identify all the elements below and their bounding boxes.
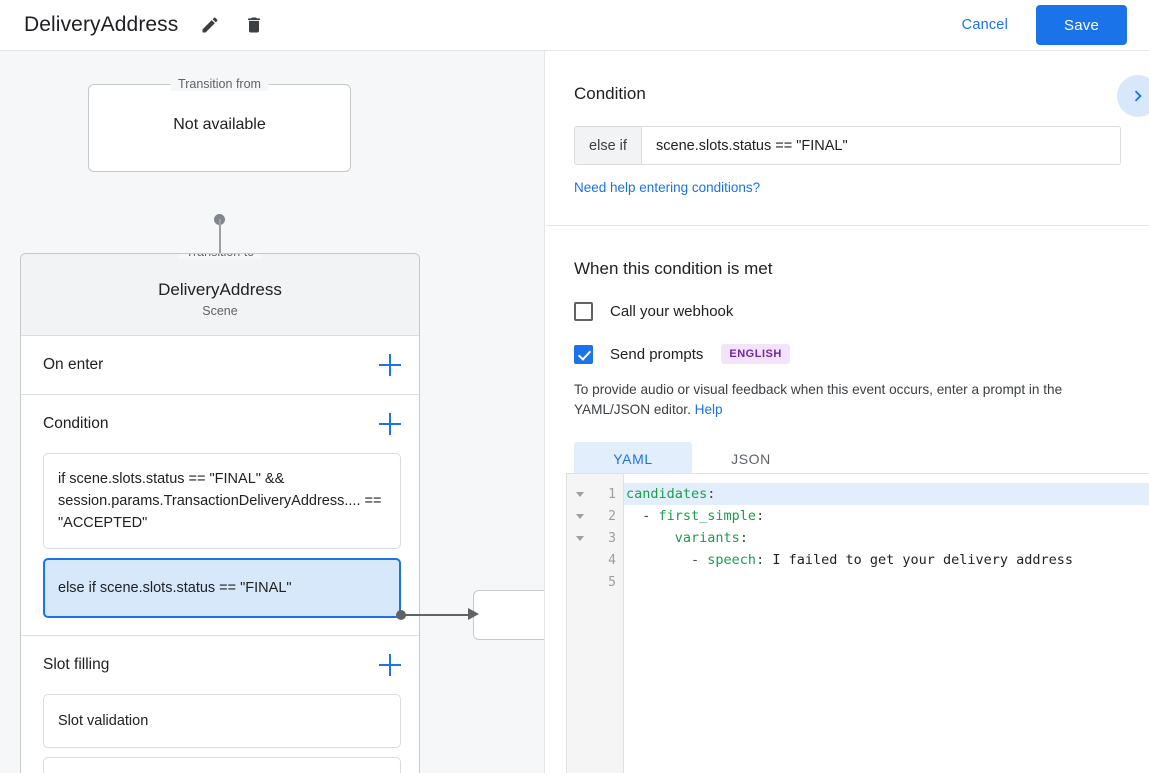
section-slot-filling: Slot filling Slot validation Transaction… [21,636,419,773]
transition-from-legend: Transition from [170,77,269,91]
section-header: Slot filling [21,636,419,694]
section-title-on-enter: On enter [43,356,104,373]
line-number: 1 [608,486,616,502]
transition-to-legend: Transition to [177,254,263,259]
connector-line [405,614,474,616]
section-title-slot-filling: Slot filling [43,656,110,673]
section-header: On enter [21,336,419,394]
gutter-row: 4 [567,549,623,571]
section-title-condition: Condition [43,415,109,432]
condition-item-selected[interactable]: else if scene.slots.status == "FINAL" [43,558,401,618]
line-number: 5 [608,574,616,590]
condition-item[interactable]: if scene.slots.status == "FINAL" && sess… [43,453,401,549]
call-webhook-checkbox[interactable] [574,302,593,321]
transition-from-value: Not available [173,116,266,133]
call-webhook-label: Call your webhook [610,303,734,320]
editor-gutter: 1 2 3 4 5 [567,474,624,773]
editor-code-area[interactable]: candidates: - first_simple: variants: - … [624,474,1149,773]
code-line[interactable]: - speech: I failed to get your delivery … [626,552,1074,568]
gutter-row: 1 [567,483,623,505]
panel-divider [546,225,1149,226]
slot-item-transaction-delivery-address[interactable]: TransactionDeliveryAddress [43,757,401,773]
line-number: 3 [608,530,616,546]
section-header: Condition [21,395,419,453]
when-condition-met-heading: When this condition is met [574,259,773,278]
tab-json[interactable]: JSON [731,451,771,467]
add-slot-icon[interactable] [379,654,401,676]
code-line[interactable]: - first_simple: [626,508,765,524]
fold-toggle-icon[interactable] [567,491,593,497]
add-condition-icon[interactable] [379,413,401,435]
send-prompts-row[interactable]: Send prompts ENGLISH [574,344,1121,364]
yaml-key: variants [674,530,740,546]
detail-panel: Condition else if scene.slots.status == … [546,51,1149,773]
target-node-partial[interactable] [473,590,544,640]
code-line[interactable]: candidates: [624,483,1149,505]
tab-yaml[interactable]: YAML [574,442,692,476]
app-header: DeliveryAddress Cancel Save [0,0,1149,51]
send-prompts-checkbox[interactable] [574,344,593,364]
transition-to-node: Transition to DeliveryAddress Scene On e… [20,253,420,773]
chevron-right-icon[interactable] [1117,75,1149,117]
edge-line-vertical [219,219,221,261]
editor-format-tabs: YAML JSON [574,442,1121,476]
webhook-row[interactable]: Call your webhook [574,302,1121,321]
code-line[interactable]: variants: [674,530,748,546]
help-link[interactable]: Help [694,402,723,417]
yaml-key: candidates [626,486,708,502]
cancel-button[interactable]: Cancel [952,9,1018,41]
line-number: 4 [608,552,616,568]
page-title: DeliveryAddress [24,13,179,36]
fold-toggle-icon[interactable] [567,535,593,541]
gutter-row: 2 [567,505,623,527]
gutter-row: 5 [567,571,623,593]
gutter-row: 3 [567,527,623,549]
connector-arrow-icon [468,608,479,620]
yaml-key: speech [707,552,757,568]
language-badge: ENGLISH [721,344,790,364]
yaml-key: first_simple [658,508,757,524]
slot-item-validation[interactable]: Slot validation [43,694,401,748]
code-editor[interactable]: 1 2 3 4 5 candidates: - first_simple: [566,473,1149,773]
condition-expression-input[interactable]: scene.slots.status == "FINAL" [642,127,1120,164]
scene-card-header[interactable]: Transition to DeliveryAddress Scene [21,254,419,336]
scene-name: DeliveryAddress [158,280,282,299]
yaml-value: I failed to get your delivery address [764,552,1074,568]
condition-block: Condition else if scene.slots.status == … [546,51,1149,197]
fold-toggle-icon[interactable] [567,513,593,519]
connector-dot [396,610,406,620]
need-help-conditions-link[interactable]: Need help entering conditions? [574,180,761,195]
condition-prefix-label: else if [575,127,642,164]
scene-type: Scene [202,304,238,318]
section-on-enter: On enter [21,336,419,395]
when-condition-met-block: When this condition is met Call your web… [546,226,1149,476]
trash-icon[interactable] [242,13,266,37]
pencil-icon[interactable] [198,13,222,37]
save-button[interactable]: Save [1036,5,1127,45]
condition-input-row: else if scene.slots.status == "FINAL" [574,126,1121,165]
section-condition: Condition if scene.slots.status == "FINA… [21,395,419,636]
transition-from-node[interactable]: Transition from Not available [88,77,351,172]
code-line[interactable] [624,571,1149,593]
line-number: 2 [608,508,616,524]
add-on-enter-icon[interactable] [379,354,401,376]
send-prompts-label: Send prompts [610,345,704,363]
condition-heading: Condition [574,84,646,103]
scene-graph-panel: Transition from Not available Transition… [0,51,545,773]
prompts-description-text: To provide audio or visual feedback when… [574,382,1063,417]
prompts-description: To provide audio or visual feedback when… [574,380,1121,420]
